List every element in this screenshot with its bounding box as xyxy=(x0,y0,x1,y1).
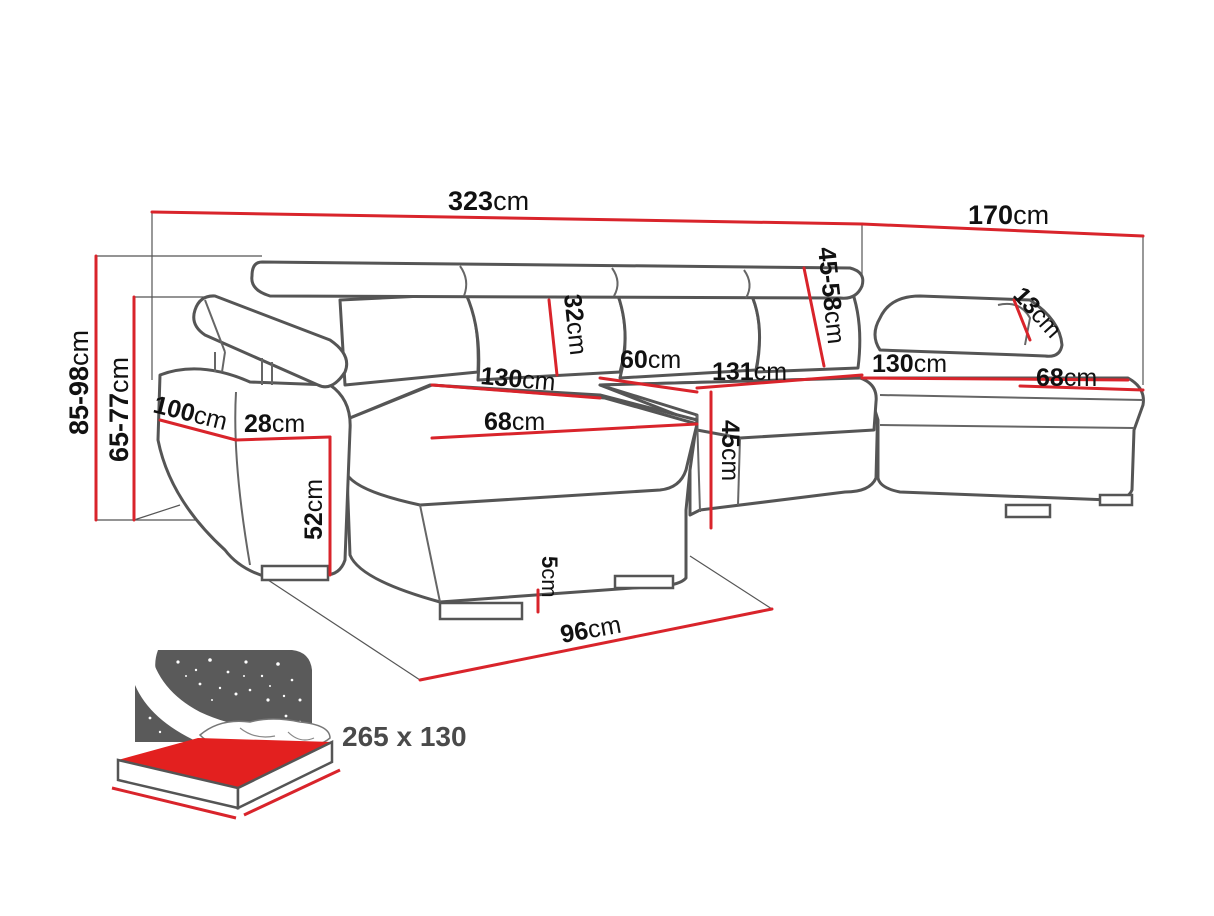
guide-lines xyxy=(96,212,1144,681)
label-right-chaise-length: 130cm xyxy=(872,350,947,378)
left-armrest-leg xyxy=(260,564,330,582)
label-armrest-width: 28cm xyxy=(244,410,305,438)
label-height-min: 65-77cm xyxy=(104,357,134,462)
dim-line-seat-depth xyxy=(598,376,699,394)
left-chaise-cushion xyxy=(343,383,699,507)
label-middle-width: 131cm xyxy=(712,358,787,386)
dim-line-right-chaise-width xyxy=(1018,384,1145,392)
label-leg-height: 5cm xyxy=(537,556,562,598)
right-leg xyxy=(1004,503,1052,519)
left-reclined-headrest xyxy=(192,294,349,389)
top-headrest xyxy=(250,260,865,300)
dim-line-armrest-width xyxy=(234,435,332,442)
mattress-side xyxy=(236,739,334,811)
label-seat-height: 45cm xyxy=(716,420,744,481)
label-right-width: 170cm xyxy=(968,200,1049,230)
dimension-lines xyxy=(94,210,1145,682)
dim-line-left-chaise-length xyxy=(430,383,602,400)
back-cushion-4 xyxy=(746,284,862,374)
mattress-top xyxy=(118,738,332,788)
dim-line-depth-front xyxy=(418,607,774,682)
label-total-width: 323cm xyxy=(448,186,529,216)
dim-line-armrest-length xyxy=(158,418,238,442)
left-armrest xyxy=(156,367,352,580)
label-left-chaise-length: 130cm xyxy=(479,362,556,396)
right-leg-2 xyxy=(1098,493,1134,507)
label-side-height: 52cm xyxy=(300,479,328,540)
label-left-chaise-width: 68cm xyxy=(484,408,545,436)
dimension-labels: 323cm 170cm 85-98cm 65-77cm 45-58cm 32cm… xyxy=(64,186,1097,649)
sleeping-area-label: 265 x 130 xyxy=(342,721,467,752)
left-chaise-leg xyxy=(438,601,524,621)
dim-line-right-chaise-length xyxy=(860,376,1130,382)
label-seat-depth: 60cm xyxy=(620,346,681,374)
label-headrest-height: 32cm xyxy=(558,293,592,357)
dim-line-headrest-height xyxy=(547,298,559,377)
label-depth: 96cm xyxy=(558,611,623,649)
sofa-illustration xyxy=(156,260,1145,621)
label-height-max: 85-98cm xyxy=(64,330,94,435)
label-right-chaise-width: 68cm xyxy=(1036,364,1097,392)
bed-function-icon xyxy=(111,650,341,820)
dim-line-left-chaise-width xyxy=(430,422,699,440)
dim-line-total-width xyxy=(150,210,864,226)
left-chaise-leg-2 xyxy=(613,574,675,590)
right-headrest xyxy=(873,294,1064,358)
back-cushion-1 xyxy=(338,292,480,387)
dim-line-right-width xyxy=(860,222,1145,238)
dim-line-headrest-range xyxy=(802,266,826,368)
dim-line-headrest-thickness xyxy=(1012,298,1032,342)
dim-line-middle-width xyxy=(695,373,864,390)
label-headrest-range: 45-58cm xyxy=(812,246,850,346)
